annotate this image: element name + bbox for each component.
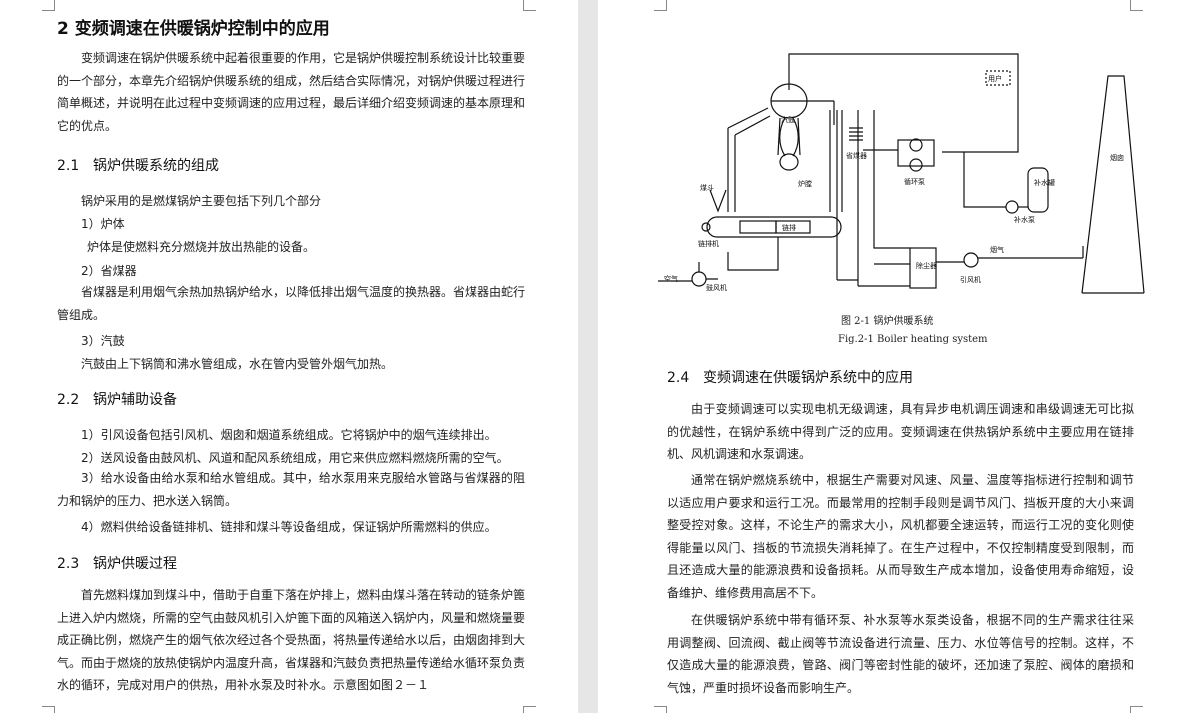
intro-paragraph: 变频调速在锅炉供暖系统中起着很重要的作用，它是锅炉供暖控制系统设计比较重要的一个…: [57, 51, 526, 133]
forced-draft-fan-icon: [691, 271, 707, 287]
economizer-icon: [849, 127, 863, 141]
diagram-label: 引风机: [960, 275, 981, 284]
crop-mark: [42, 706, 55, 713]
user-box: [985, 70, 1011, 86]
crop-mark: [654, 0, 667, 11]
circulation-pump-icon: [909, 158, 923, 172]
section-2-4-paragraph-3: 在供暖锅炉系统中带有循环泵、补水泵等水泵类设备，根据不同的生产需求往往采用调整阀…: [667, 613, 1134, 695]
section-title: 锅炉供暖过程: [93, 556, 177, 572]
mud-drum-icon: [779, 153, 799, 171]
section-number: 2.1: [57, 158, 80, 174]
circulation-pump-icon: [909, 138, 923, 152]
section-number: 2.2: [57, 392, 80, 408]
section-2-1-heading: 2.1 锅炉供暖系统的组成: [57, 155, 219, 175]
chapter-title: 2 变频调速在供暖锅炉控制中的应用: [57, 19, 330, 39]
boiler-heating-system-diagram: 汽鼓 用户 省煤器 炉膛 循环泵 补水罐 补水泵 烟囱 煤斗 链排机 链排 除尘…: [658, 53, 1145, 294]
list-item: 4）燃料供给设备链排机、链排和煤斗等设备组成，保证锅炉所需燃料的供应。: [81, 520, 497, 534]
diagram-label: 汽鼓: [781, 115, 795, 124]
figure-caption-en: Fig.2-1 Boiler heating system: [838, 334, 988, 345]
list-item-label: 3）汽鼓: [81, 334, 125, 348]
chimney-icon: [1081, 75, 1145, 294]
diagram-label: 炉膛: [798, 179, 812, 188]
diagram-label: 煤斗: [700, 183, 714, 192]
crop-mark: [42, 0, 55, 11]
section-2-4-heading: 2.4 变频调速在供暖锅炉系统中的应用: [667, 367, 913, 387]
list-item-text: 汽鼓由上下锅筒和沸水管组成，水在管内受管外烟气加热。: [81, 357, 394, 371]
list-item: 1）引风设备包括引风机、烟囱和烟道系统组成。它将锅炉中的烟气连续排出。: [81, 428, 497, 442]
diagram-label: 链排: [782, 223, 796, 232]
diagram-label: 烟囱: [1110, 153, 1124, 162]
section-2-1-lead: 锅炉采用的是燃煤锅炉主要包括下列几个部分: [81, 194, 322, 208]
crop-mark: [1130, 706, 1143, 713]
section-title: 锅炉供暖系统的组成: [93, 158, 219, 174]
document-page-right: 汽鼓 用户 省煤器 炉膛 循环泵 补水罐 补水泵 烟囱 煤斗 链排机 链排 除尘…: [598, 0, 1189, 713]
section-title: 锅炉辅助设备: [93, 392, 177, 408]
section-number: 2.3: [57, 556, 80, 572]
section-number: 2.4: [667, 370, 690, 386]
list-item-text: 炉体是使燃料充分燃烧并放出热能的设备。: [87, 240, 316, 254]
crop-mark: [654, 706, 667, 713]
diagram-label: 链排机: [698, 239, 719, 248]
makeup-tank: [1027, 167, 1049, 213]
diagram-label: 用户: [988, 74, 1002, 83]
diagram-label: 省煤器: [846, 151, 867, 160]
diagram-label: 补水泵: [1014, 215, 1035, 224]
diagram-label: 补水罐: [1034, 178, 1055, 187]
section-2-3-heading: 2.3 锅炉供暖过程: [57, 553, 177, 573]
section-2-4-paragraph-2: 通常在锅炉燃烧系统中，根据生产需要对风速、风量、温度等指标进行控制和调节以适应用…: [667, 473, 1134, 600]
section-2-2-heading: 2.2 锅炉辅助设备: [57, 389, 177, 409]
section-2-3-paragraph: 首先燃料煤加到煤斗中，借助于自重下落在炉排上，燃料由煤斗落在转动的链条炉篦上进入…: [57, 588, 526, 693]
diagram-label: 除尘器: [916, 261, 937, 270]
diagram-label: 循环泵: [904, 177, 925, 186]
diagram-label: 鼓风机: [706, 283, 727, 292]
figure-caption-cn: 图 2-1 锅炉供暖系统: [841, 316, 934, 327]
diagram-label: 空气: [664, 274, 678, 283]
induced-draft-fan-icon: [963, 252, 979, 268]
circulation-pump-box: [897, 139, 935, 167]
section-2-4-paragraph-1: 由于变频调速可以实现电机无级调速，具有异步电机调压调速和串级调速无可比拟的优越性…: [667, 402, 1134, 462]
diagram-label: 烟气: [990, 245, 1004, 254]
document-page-left: 2 变频调速在供暖锅炉控制中的应用 变频调速在锅炉供暖系统中起着很重要的作用，它…: [0, 0, 578, 713]
list-item-text: 省煤器是利用烟气余热加热锅炉给水，以降低排出烟气温度的换热器。省煤器由蛇行管组成…: [57, 285, 526, 322]
supply-pipe: [788, 53, 1019, 153]
crop-mark: [1130, 0, 1143, 11]
list-item-label: 2）省煤器: [81, 264, 137, 278]
section-title: 变频调速在供暖锅炉系统中的应用: [703, 370, 913, 386]
list-item: 3）给水设备由给水泵和给水管组成。其中，给水泵用来克服给水管路与省煤器的阻力和锅…: [57, 471, 525, 508]
list-item: 2）送风设备由鼓风机、风道和配风系统组成，用它来供应燃料燃烧所需的空气。: [81, 451, 509, 465]
chain-grate: [706, 216, 842, 238]
deduster-box: [909, 247, 937, 289]
crop-mark: [523, 706, 536, 713]
chain-machine-icon: [701, 222, 711, 232]
list-item-label: 1）炉体: [81, 217, 125, 231]
makeup-pump-icon: [1005, 200, 1019, 214]
coal-hopper-icon: [709, 189, 727, 213]
crop-mark: [523, 0, 536, 11]
